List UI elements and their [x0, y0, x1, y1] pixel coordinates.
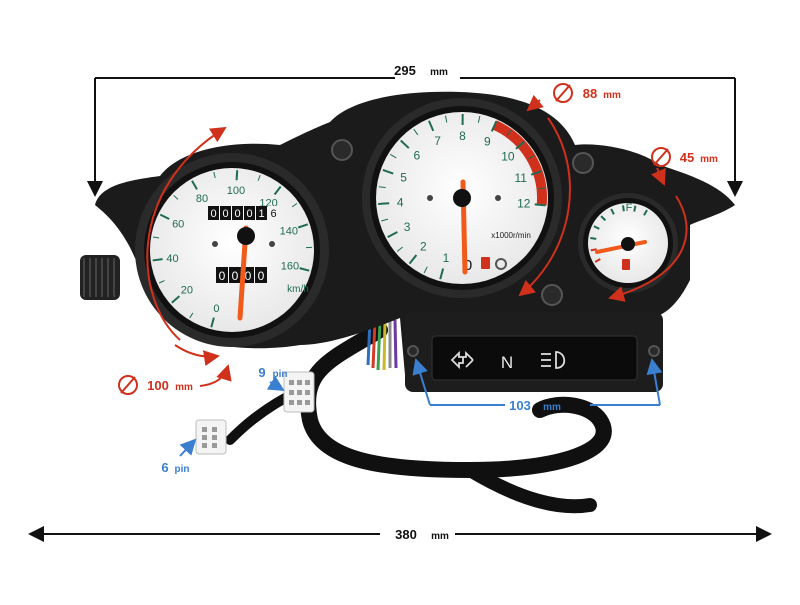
fuel-warning-icon — [481, 257, 490, 269]
tachometer-tick-label: 4 — [397, 195, 404, 209]
tachometer-diameter-value: 88 — [583, 86, 597, 101]
trip-digit: 0 — [219, 269, 226, 283]
label-6-pin: 6 pin — [161, 440, 195, 475]
tachometer-unit: x1000r/min — [491, 231, 531, 240]
connector-a-unit: pin — [273, 369, 288, 380]
overall-width-value: 295 — [394, 63, 416, 78]
speedometer-unit: km/h — [287, 284, 309, 295]
connector-b-count: 6 — [161, 460, 168, 475]
total-width-value: 380 — [395, 527, 417, 542]
speedometer-tick-label: 0 — [213, 303, 219, 315]
odometer-digit: 0 — [210, 208, 216, 220]
odometer-digit: 0 — [234, 208, 240, 220]
diameter-symbol-icon — [554, 84, 572, 102]
trip-digit: 0 — [232, 269, 239, 283]
speedometer-tick-label: 60 — [172, 218, 184, 230]
fuel-gauge-tick — [591, 249, 597, 250]
indicator-width-unit: mm — [543, 402, 561, 413]
connector-b-unit: pin — [175, 464, 190, 475]
trip-reset-knob — [80, 255, 120, 300]
fuel-full-label: F — [626, 202, 633, 214]
tachometer-tick-label: 5 — [400, 170, 407, 184]
fuel-pump-icon — [622, 259, 630, 270]
total-width-unit: mm — [431, 531, 449, 542]
speedometer-tick-label: 80 — [196, 193, 208, 205]
overall-width-unit: mm — [430, 67, 448, 78]
trip-digit: 0 — [258, 269, 265, 283]
trip-digit: 0 — [245, 269, 252, 283]
tachometer-tick — [535, 204, 546, 205]
odometer-digit: 1 — [258, 208, 264, 220]
tachometer-tick-label: 3 — [404, 220, 411, 234]
speedometer-tick-label: 160 — [281, 261, 299, 273]
speedometer-tick-label: 100 — [227, 185, 245, 197]
tachometer-tick-label: 9 — [484, 134, 491, 148]
speedometer-tick-label: 20 — [181, 285, 193, 297]
fuel-diameter-unit: mm — [700, 154, 718, 165]
label-9-pin: 9 pin — [258, 365, 287, 390]
odometer-digit: 0 — [246, 208, 252, 220]
tachometer-tick-label: 2 — [420, 239, 427, 253]
neutral-indicator: N — [501, 353, 513, 372]
fuel-gauge-tick — [634, 206, 635, 212]
connector-6-pin — [196, 420, 226, 454]
speedometer-tick — [237, 170, 238, 180]
indicator-width-value: 103 — [509, 398, 531, 413]
fuel-gauge-tick — [623, 205, 624, 211]
speedometer-tick-label: 140 — [280, 226, 298, 238]
tachometer-tick-label: 7 — [434, 134, 441, 148]
dimension-total-width: 380 mm — [30, 527, 770, 542]
tachometer-tick-label: 11 — [515, 171, 528, 185]
odometer-digit: 6 — [270, 208, 276, 220]
tachometer-hub — [453, 189, 471, 207]
odometer-digit: 0 — [222, 208, 228, 220]
connector-a-count: 9 — [258, 365, 265, 380]
tachometer-tick — [378, 203, 389, 204]
fuel-gauge: F — [578, 193, 678, 293]
speedometer-diameter-value: 100 — [147, 378, 169, 393]
speedometer-tick-label: 40 — [166, 253, 178, 265]
fuel-diameter-value: 45 — [680, 150, 694, 165]
speedometer-diameter-unit: mm — [175, 382, 193, 393]
tachometer-tick-label: 10 — [501, 149, 515, 163]
fuel-gauge-tick — [590, 238, 596, 239]
diameter-symbol-icon — [652, 148, 670, 166]
tachometer-tick-label: 1 — [443, 251, 450, 265]
tachometer-tick-label: 12 — [517, 196, 531, 210]
fuel-hub — [621, 237, 635, 251]
tachometer-tick-label: 8 — [459, 129, 466, 143]
speedometer-tick — [153, 259, 163, 260]
tachometer-tick-label: 6 — [413, 149, 420, 163]
tachometer-diameter-unit: mm — [603, 90, 621, 101]
connector-9-pin — [284, 372, 314, 412]
diameter-symbol-icon — [119, 376, 137, 394]
speedometer-hub — [237, 227, 255, 245]
